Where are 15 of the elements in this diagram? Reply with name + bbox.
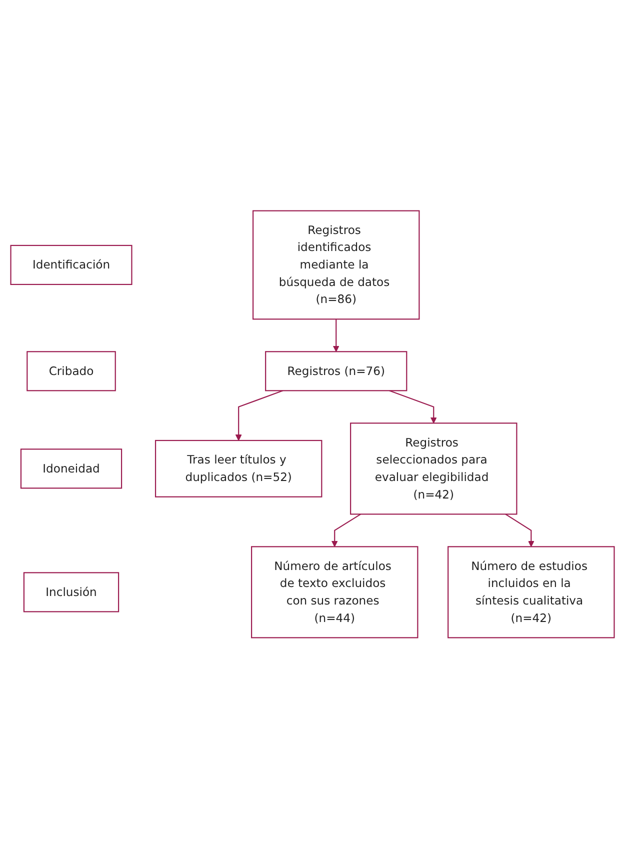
arrow (505, 513, 534, 547)
arrow (332, 318, 340, 352)
arrow (235, 390, 284, 441)
node-box: Número de artículos de texto excluidos con sus razones (n=44) (251, 546, 418, 638)
node-box: Registros identificados mediante la búsqueda de datos (n=86) (252, 210, 420, 320)
node-box: Cribado (26, 350, 116, 391)
node-box: Idoneidad (20, 448, 122, 488)
node-box: Inclusión (23, 572, 120, 612)
arrow (389, 390, 437, 424)
arrow (331, 513, 361, 547)
node-box: Registros seleccionados para evaluar elegibilidad (n=42) (350, 422, 518, 514)
node-box: Tras leer títulos y duplicados (n=52) (154, 440, 322, 498)
node-box: Número de estudios incluidos en la síntesis cualitativa (n=42) (448, 546, 615, 638)
node-box: Registros (n=76) (265, 350, 408, 391)
node-box: Identificación (10, 244, 132, 285)
